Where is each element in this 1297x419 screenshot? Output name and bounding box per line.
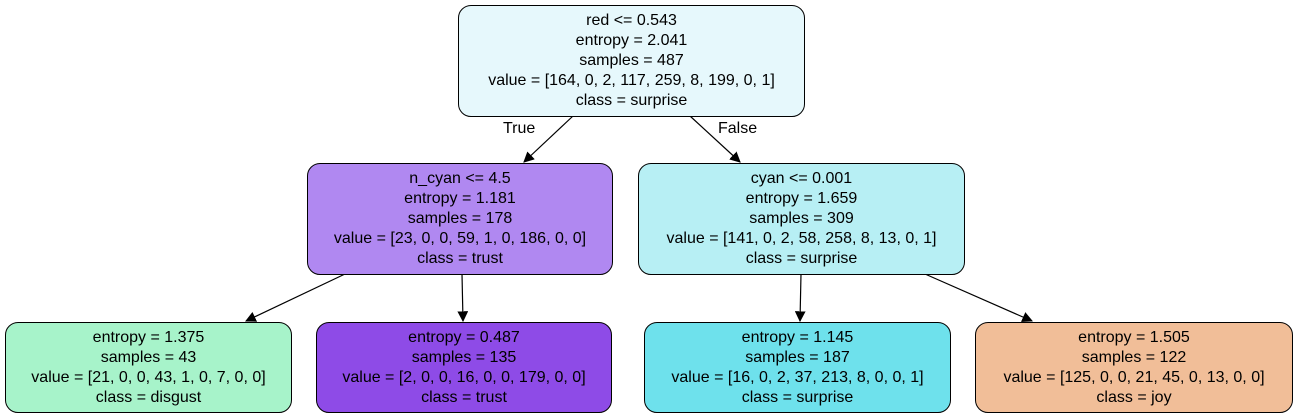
node-entropy: entropy = 1.375 (92, 328, 205, 346)
edge-left-to-leaf-2 (457, 273, 469, 323)
node-split-rule: cyan <= 0.001 (750, 170, 853, 187)
node-samples: samples = 309 (749, 210, 854, 227)
node-entropy: entropy = 1.181 (404, 190, 516, 207)
edge-label-false: False (718, 120, 758, 137)
tree-leaf-1: entropy = 1.375 samples = 43 value = [21… (5, 322, 292, 413)
node-entropy: entropy = 0.487 (408, 328, 520, 346)
node-samples: samples = 487 (579, 52, 684, 69)
node-samples: samples = 187 (745, 348, 850, 366)
node-value: value = [23, 0, 0, 59, 1, 0, 186, 0, 0] (333, 230, 587, 247)
node-entropy: entropy = 2.041 (575, 32, 688, 49)
node-class: class = surprise (741, 388, 854, 406)
node-entropy: entropy = 1.659 (745, 190, 858, 207)
node-class: class = disgust (95, 388, 202, 406)
edge-root-to-right (689, 115, 741, 163)
node-class: class = surprise (745, 250, 858, 267)
tree-node-right: cyan <= 0.001 entropy = 1.659 samples = … (638, 163, 965, 275)
tree-node-left: n_cyan <= 4.5 entropy = 1.181 samples = … (307, 163, 613, 275)
node-entropy: entropy = 1.505 (1078, 328, 1190, 346)
node-entropy: entropy = 1.145 (741, 328, 854, 346)
node-value: value = [2, 0, 0, 16, 0, 0, 179, 0, 0] (342, 368, 586, 386)
node-class: class = trust (421, 388, 507, 406)
edge-right-to-leaf-4 (924, 273, 1033, 323)
edge-right-to-leaf-3 (794, 273, 806, 323)
edge-root-to-left (523, 115, 574, 163)
node-value: value = [16, 0, 2, 37, 213, 8, 0, 0, 1] (671, 368, 924, 386)
tree-leaf-2: entropy = 0.487 samples = 135 value = [2… (316, 322, 612, 413)
node-samples: samples = 178 (407, 210, 513, 227)
node-value: value = [141, 0, 2, 58, 258, 8, 13, 0, 1… (666, 230, 937, 247)
edge-label-true: True (503, 120, 536, 137)
node-samples: samples = 122 (1081, 348, 1187, 366)
node-split-rule: red <= 0.543 (586, 12, 677, 29)
edge-left-to-leaf-1 (245, 273, 346, 322)
tree-node-root: red <= 0.543 entropy = 2.041 samples = 4… (458, 5, 805, 117)
node-value: value = [164, 0, 2, 117, 259, 8, 199, 0,… (488, 72, 775, 89)
node-class: class = trust (417, 250, 503, 267)
node-value: value = [21, 0, 0, 43, 1, 0, 7, 0, 0] (31, 368, 266, 386)
tree-leaf-3: entropy = 1.145 samples = 187 value = [1… (644, 322, 951, 413)
node-samples: samples = 43 (100, 348, 197, 366)
node-class: class = joy (1096, 388, 1172, 406)
node-samples: samples = 135 (411, 348, 517, 366)
node-class: class = surprise (575, 92, 688, 109)
node-value: value = [125, 0, 0, 21, 45, 0, 13, 0, 0] (1003, 368, 1265, 386)
tree-leaf-4: entropy = 1.505 samples = 122 value = [1… (975, 322, 1293, 413)
node-split-rule: n_cyan <= 4.5 (409, 170, 511, 187)
